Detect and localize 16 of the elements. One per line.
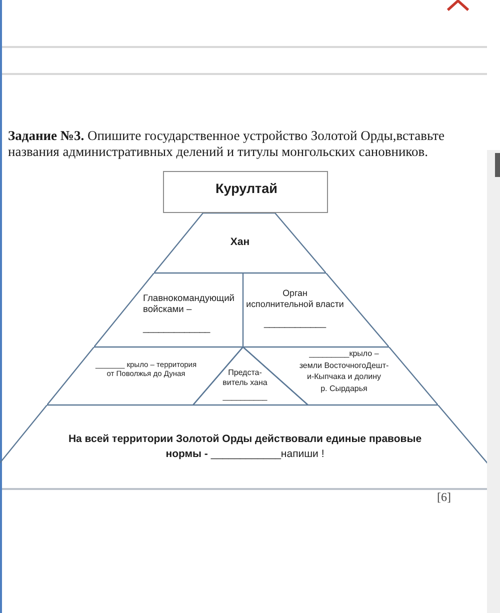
pyramid-tier	[94, 273, 243, 347]
fill-in-line: _____________	[143, 323, 210, 334]
fill-in-line: __________	[222, 392, 268, 402]
score-label: [6]	[437, 490, 451, 504]
section-label: Орган исполнительной власти	[246, 288, 344, 310]
task-text: Задание №3. Опишите государственное устройство Золотой Орды,вставьте названия административных делений и титулы монгольских сановников.	[8, 128, 446, 160]
header-box	[163, 171, 328, 213]
section-label: _________крыло – земли ВосточногоДешт- и-Кыпчака и долину р. Сырдарья	[299, 348, 389, 394]
section-label: На всей территории Золотой Орды действовали единые правовые нормы - ____________напиши !	[67, 432, 423, 462]
section-label: Курултай	[216, 180, 278, 197]
section-label: Предста- витель хана	[222, 368, 268, 388]
pyramid-tier	[243, 273, 389, 347]
pyramid-tier	[154, 213, 326, 273]
section-label: Главнокомандующий войсками –	[143, 293, 234, 315]
section-label: Хан	[230, 236, 250, 249]
fill-in-line: ____________	[264, 318, 326, 329]
